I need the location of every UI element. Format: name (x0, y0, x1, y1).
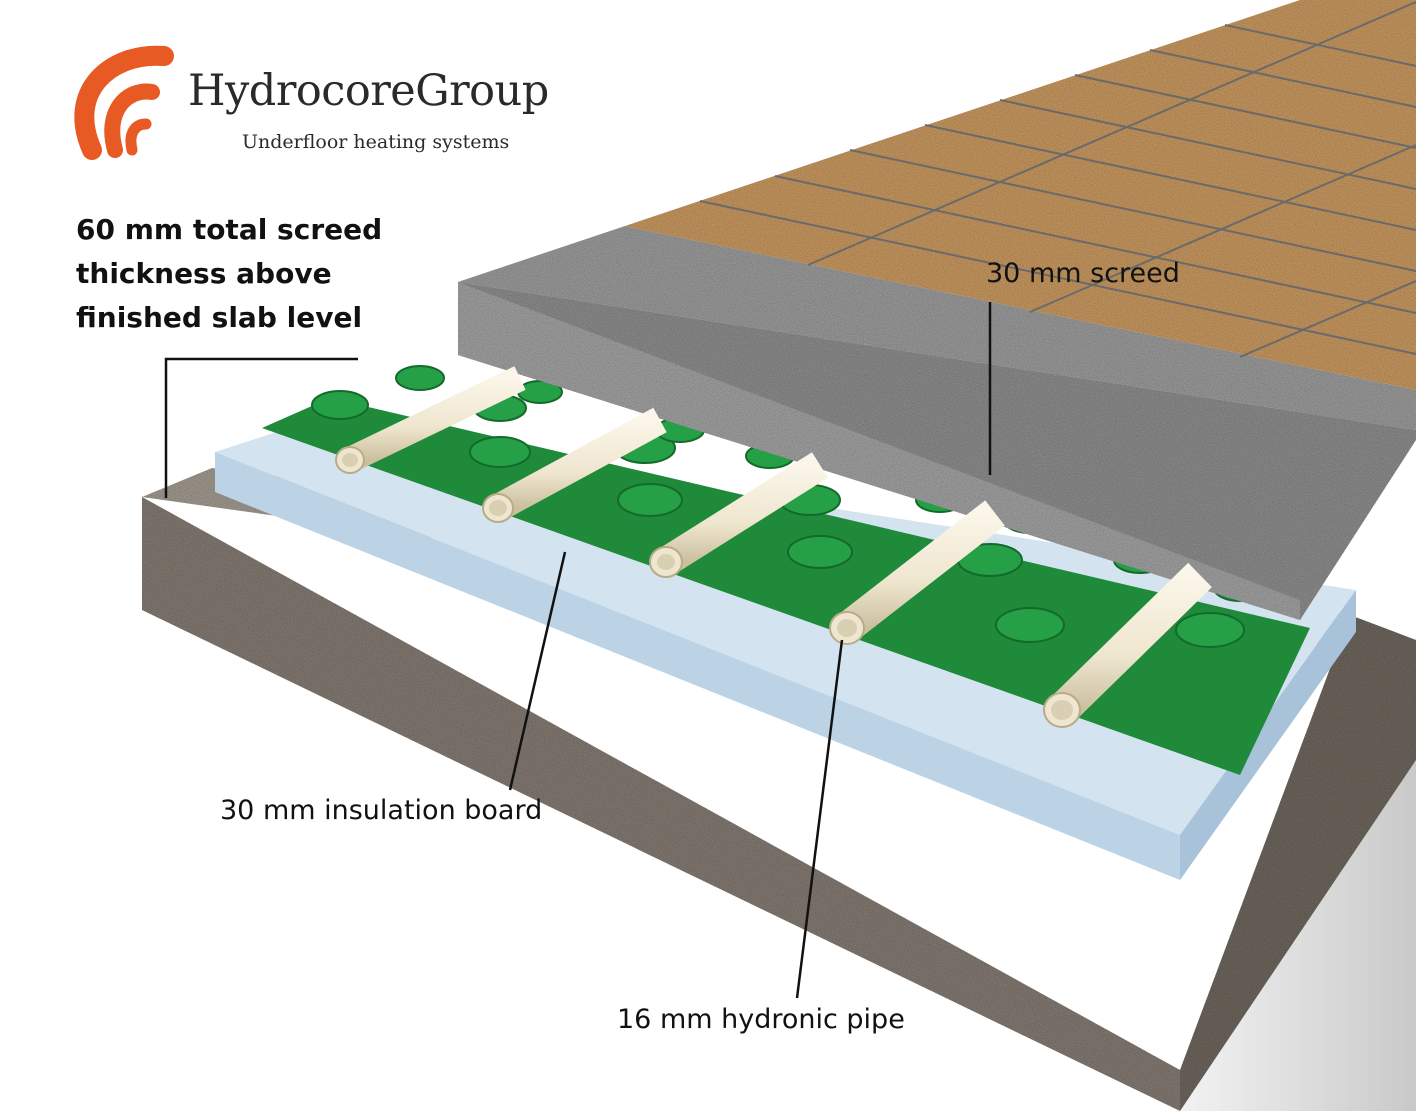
insulation-leader-line (508, 551, 567, 791)
tile-grout (699, 1, 1416, 358)
heading-line-3: finished slab level (76, 301, 363, 334)
pipe-1 (335, 366, 526, 474)
brand-name: HydrocoreGroup (188, 66, 549, 116)
insulation-board (215, 425, 1356, 880)
leader-lines (164, 302, 992, 999)
heading-line-1: 60 mm total screed (76, 213, 383, 246)
hydrocore-logo-icon (74, 45, 174, 160)
pipe-5 (1043, 562, 1212, 728)
pipe-2 (482, 407, 667, 523)
hydronic-pipes (335, 366, 1212, 728)
insulation-side (1180, 590, 1356, 880)
pipe-4 (829, 500, 1005, 645)
screed-layer (458, 226, 1416, 620)
pipe-label: 16 mm hydronic pipe (617, 1004, 905, 1035)
heading-line-2: thickness above (76, 257, 332, 290)
pipe-leader-line (795, 639, 844, 999)
slab-side (1180, 615, 1416, 1111)
pipe-3 (649, 452, 828, 578)
screed-edge (458, 282, 1300, 620)
screed-top (458, 226, 1416, 430)
insulation-label: 30 mm insulation board (220, 795, 543, 826)
heading-leader-line (164, 357, 358, 498)
tile-floor (625, 0, 1416, 390)
insulation-top (215, 425, 1356, 835)
tile-surface (625, 0, 1416, 390)
screed-front (458, 282, 1416, 620)
slab-front (142, 497, 1180, 1111)
brand-tagline: Underfloor heating systems (242, 131, 510, 153)
screed-thickness-heading: 60 mm total screed thickness above finis… (76, 208, 406, 340)
screed-label: 30 mm screed (986, 258, 1180, 289)
insulation-front (215, 452, 1180, 880)
